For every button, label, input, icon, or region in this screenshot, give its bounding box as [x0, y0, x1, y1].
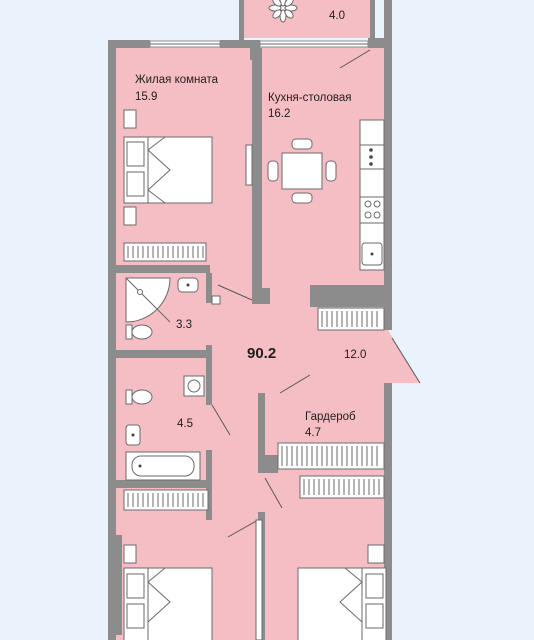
fridge-icon [359, 144, 385, 170]
radiator-icon [299, 475, 385, 499]
bathtub-icon [125, 451, 201, 481]
bedrooms-bottom [123, 489, 387, 640]
entrance-door [391, 337, 421, 384]
bath2-area: 4.5 [177, 418, 193, 430]
balcony-area: 4.0 [329, 10, 345, 22]
radiator-icon [317, 307, 385, 331]
wardrobe-rack [277, 442, 385, 470]
door-wardrobe [264, 477, 283, 509]
hall [264, 337, 421, 509]
wardrobe-panel [255, 519, 263, 640]
washing-machine-icon [183, 375, 205, 397]
living-room-name: Жилая комната [135, 74, 219, 86]
hall-area: 12.0 [344, 349, 366, 361]
flower-icon [268, 0, 298, 23]
windows [149, 40, 369, 48]
sink-icon [361, 242, 383, 266]
kitchen-area: 16.2 [268, 108, 290, 120]
wardrobe-name: Гардероб [305, 411, 356, 423]
total-area: 90.2 [247, 345, 276, 362]
room-labels: Жилая комната 15.9 Кухня-столовая 16.2 3… [135, 74, 366, 439]
kitchen-furniture [267, 49, 385, 331]
dining-table-icon [267, 138, 337, 204]
nightstand-icon [123, 109, 137, 129]
double-bed-icon [297, 567, 387, 640]
double-bed-icon [123, 567, 213, 640]
wardrobe-furniture [277, 442, 385, 499]
shelf-icon [245, 144, 253, 186]
kitchen-name: Кухня-столовая [268, 92, 351, 104]
door-hall [279, 374, 311, 394]
toilet-icon [125, 324, 153, 340]
door-living [217, 284, 253, 301]
door-bedroom [227, 519, 259, 538]
nightstand-icon [123, 544, 137, 564]
radiator-icon [123, 489, 209, 511]
stove-icon [359, 196, 385, 224]
bath2-furniture [125, 375, 231, 481]
door-bath2 [211, 404, 231, 436]
shaft-icon [211, 295, 221, 305]
bathroom-furniture [125, 277, 221, 340]
living-room-furniture [123, 109, 253, 301]
door-balcony [339, 49, 371, 69]
wardrobe-area: 4.7 [305, 427, 321, 439]
radiator-icon [123, 242, 207, 262]
nightstand-icon [123, 206, 137, 226]
bathroom-area: 3.3 [176, 319, 192, 331]
living-room-area: 15.9 [135, 91, 157, 103]
balcony: 4.0 [239, 0, 375, 40]
nightstand-icon [367, 544, 385, 564]
toilet-icon [125, 389, 153, 405]
